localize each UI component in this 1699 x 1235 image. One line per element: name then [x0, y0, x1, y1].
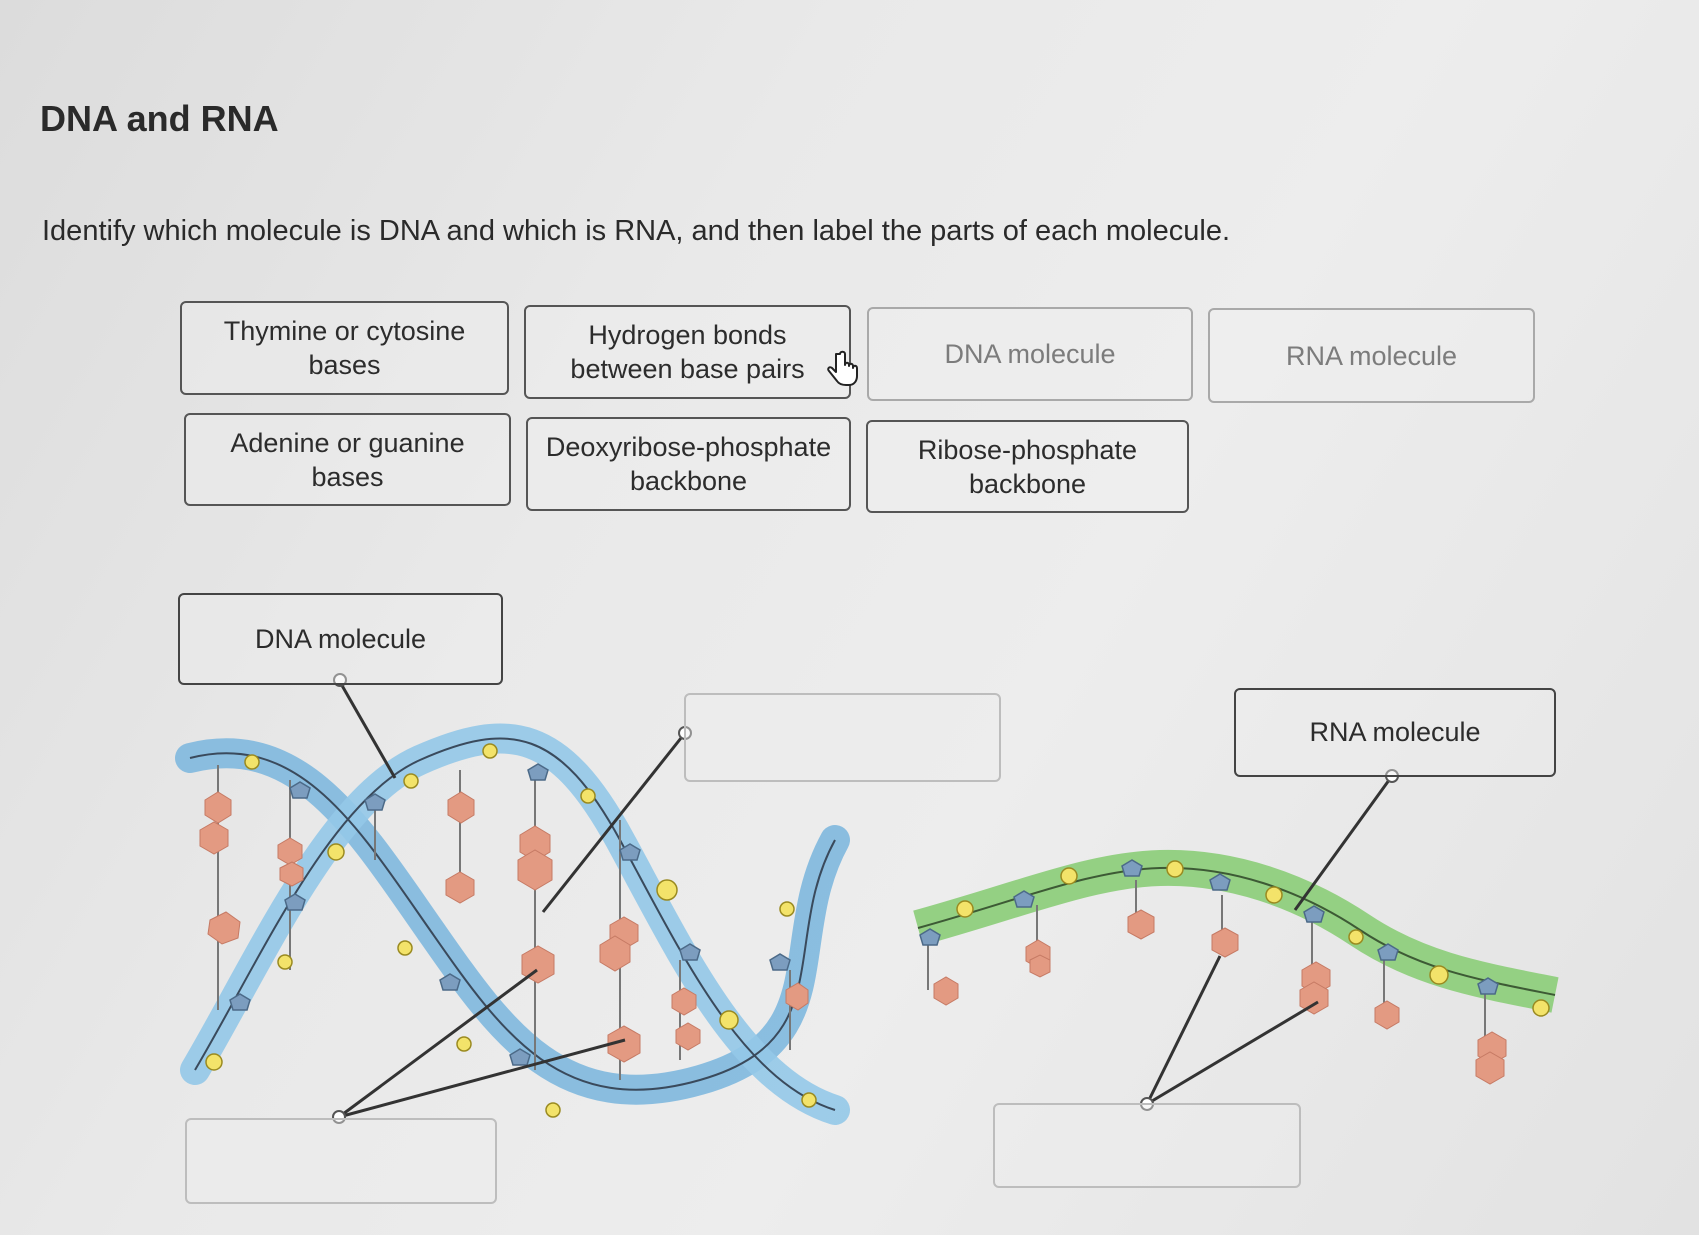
label-chip-adenine-guanine[interactable]: Adenine or guanine bases	[184, 413, 511, 506]
page-title: DNA and RNA	[40, 98, 279, 139]
target-rna-part-1[interactable]	[993, 1103, 1301, 1188]
target-dna-part-2[interactable]	[185, 1118, 497, 1204]
hand-pointer-icon	[827, 350, 858, 386]
target-dna-part-1[interactable]	[684, 693, 1001, 782]
label-chip-rna-molecule[interactable]: RNA molecule	[1208, 308, 1535, 403]
target-rna-title[interactable]: RNA molecule	[1234, 688, 1556, 777]
label-chip-deoxyribose-backbone[interactable]: Deoxyribose-phosphate backbone	[526, 417, 851, 511]
label-chip-ribose-backbone[interactable]: Ribose-phosphate backbone	[866, 420, 1189, 513]
rna-strand	[913, 849, 1559, 1085]
leader-lines	[338, 681, 1394, 1119]
instructions-text: Identify which molecule is DNA and which…	[42, 215, 1231, 247]
label-chip-thymine-cytosine[interactable]: Thymine or cytosine bases	[180, 301, 509, 395]
label-chip-hydrogen-bonds[interactable]: Hydrogen bonds between base pairs	[524, 305, 851, 399]
label-chip-dna-molecule[interactable]: DNA molecule	[867, 307, 1193, 401]
dna-helix	[175, 723, 850, 1125]
target-dna-title[interactable]: DNA molecule	[178, 593, 503, 685]
